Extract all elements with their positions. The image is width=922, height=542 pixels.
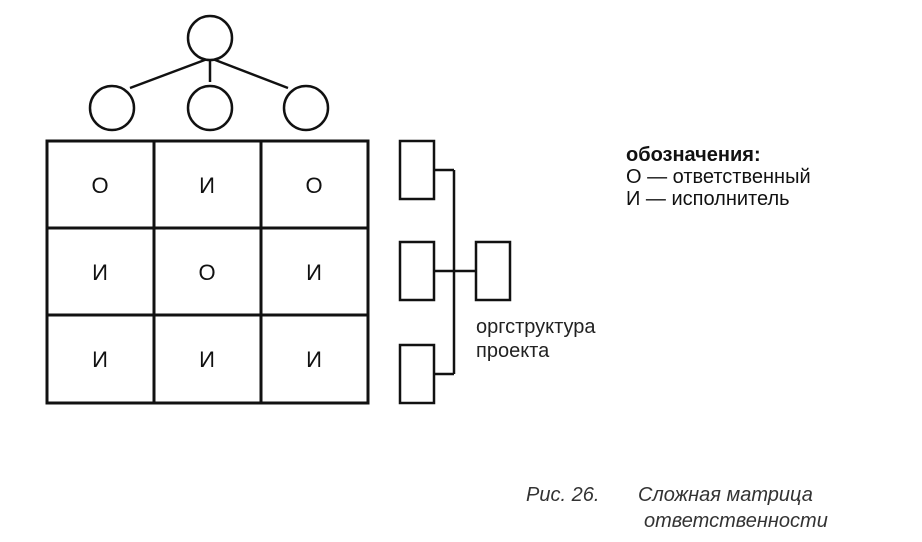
org-box-top bbox=[398, 139, 436, 201]
legend-item-responsible: О — ответственный bbox=[626, 166, 811, 188]
legend-title: обозначения: bbox=[626, 144, 761, 166]
legend-item-executor: И — исполнитель bbox=[626, 188, 790, 210]
org-box-bottom bbox=[398, 343, 436, 405]
tree-branch-left bbox=[129, 56, 211, 90]
org-label-line2: проекта bbox=[476, 340, 550, 362]
caption-line2: ответственности bbox=[644, 510, 828, 532]
caption-number: Рис. 26. bbox=[526, 484, 600, 506]
matrix-cell: И bbox=[92, 260, 108, 285]
matrix-cell: И bbox=[92, 347, 108, 372]
legend: обозначения: О — ответственный И — испол… bbox=[626, 144, 811, 210]
tree-root-node bbox=[186, 14, 234, 62]
matrix-cell: О bbox=[305, 173, 322, 198]
matrix-cell: И bbox=[199, 173, 215, 198]
matrix-cell: О bbox=[91, 173, 108, 198]
org-box-middle bbox=[398, 240, 436, 302]
org-box-head bbox=[474, 240, 512, 302]
matrix-cell: И bbox=[199, 347, 215, 372]
matrix-cell: О bbox=[198, 260, 215, 285]
tree-node-middle bbox=[186, 84, 234, 132]
figure-caption: Рис. 26. Сложная матрица ответственности bbox=[526, 482, 828, 534]
tree-node-right bbox=[282, 84, 330, 132]
org-label-line1: оргструктура bbox=[476, 316, 596, 338]
matrix-border bbox=[45, 139, 370, 405]
tree-branch-right bbox=[209, 56, 289, 90]
matrix-cell: И bbox=[306, 260, 322, 285]
matrix-cell: И bbox=[306, 347, 322, 372]
tree-node-left bbox=[88, 84, 136, 132]
caption-line1: Сложная матрица bbox=[638, 484, 813, 506]
